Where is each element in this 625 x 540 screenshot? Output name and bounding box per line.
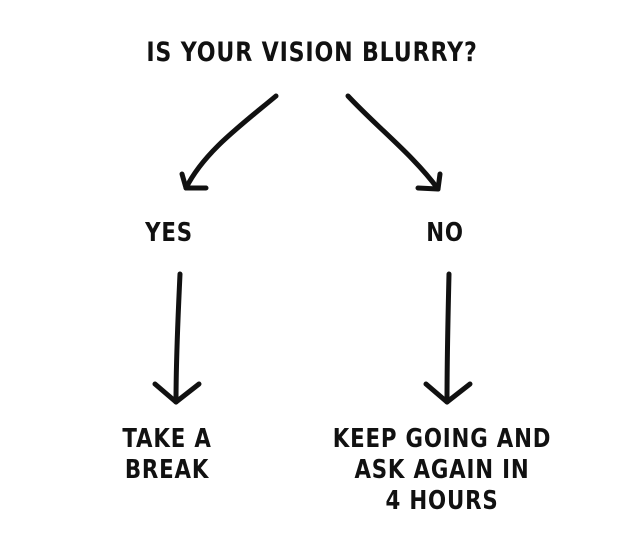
arrow-yes-to-outcome-head — [152, 381, 202, 405]
arrow-yes-to-outcome — [152, 271, 202, 405]
arrow-no-to-outcome-head — [423, 381, 473, 405]
yes-outcome-line-1: TAKE A — [122, 424, 212, 454]
arrow-no-to-outcome — [423, 271, 473, 405]
arrow-yes-to-outcome-shaft — [173, 271, 183, 405]
no-outcome-line-2: ASK AGAIN IN — [354, 455, 530, 485]
arrow-question-to-yes-head — [179, 171, 209, 191]
arrow-question-to-no-shaft — [345, 93, 441, 192]
arrow-no-to-outcome-shaft — [444, 271, 452, 405]
no-node: NO — [426, 218, 464, 248]
no-outcome-line-3: 4 HOURS — [385, 486, 499, 516]
arrow-question-to-yes-shaft — [183, 93, 279, 191]
arrow-question-to-yes — [179, 93, 279, 191]
no-outcome-line-1: KEEP GOING AND — [332, 424, 552, 454]
arrow-question-to-no — [345, 93, 443, 192]
arrow-question-to-no-head — [415, 171, 443, 192]
yes-outcome-node: TAKE A BREAK — [97, 424, 236, 486]
question-node: IS YOUR VISION BLURRY? — [146, 37, 478, 68]
no-outcome-node: KEEP GOING AND ASK AGAIN IN 4 HOURS — [311, 424, 573, 517]
yes-node: YES — [145, 218, 193, 248]
yes-outcome-line-2: BREAK — [124, 455, 210, 485]
